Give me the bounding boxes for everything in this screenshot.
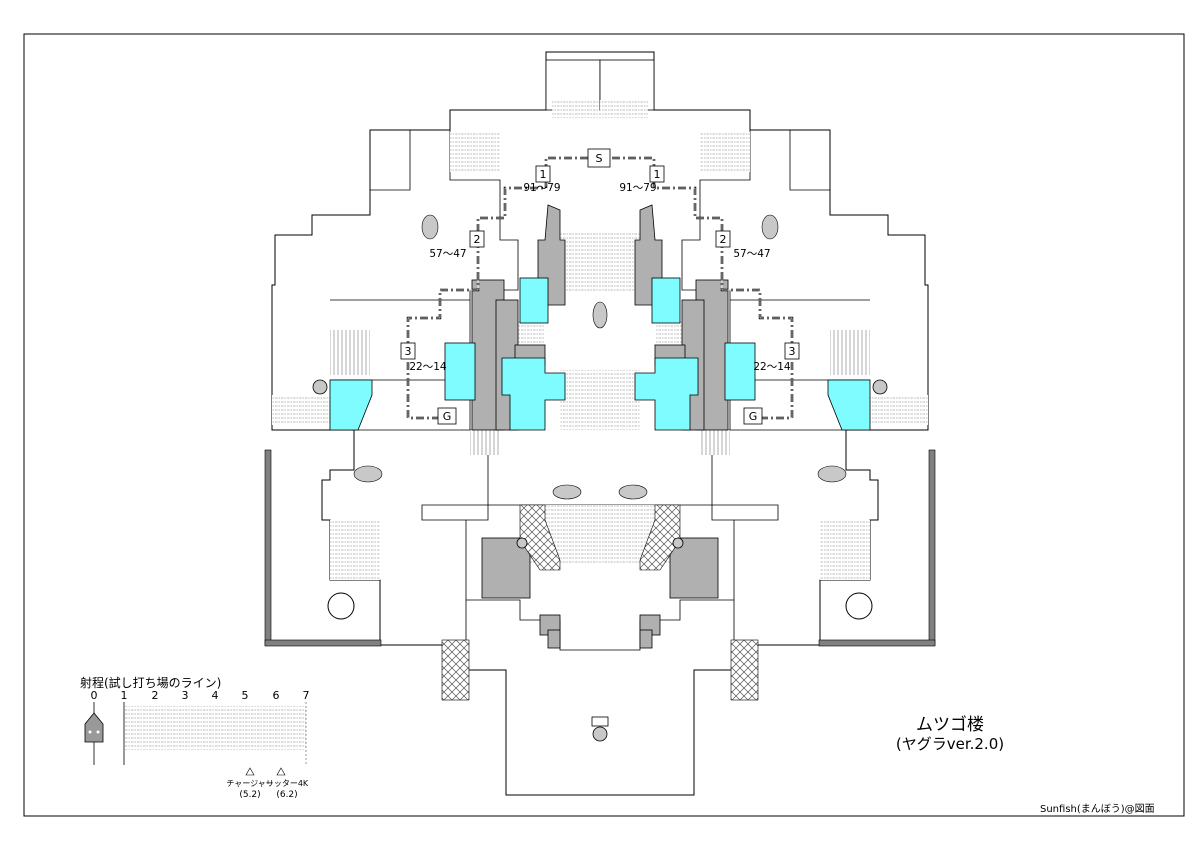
range-marker-liter: [276, 767, 286, 776]
svg-text:1: 1: [654, 168, 661, 181]
route-range-labels: 91～79 91～79 57～47 57～47 22～14 22～14: [409, 182, 791, 373]
range-tick-label: 6: [273, 689, 280, 702]
range-tick-label: 5: [242, 689, 249, 702]
range-tick-label: 3: [182, 689, 189, 702]
range-tick-label: 4: [212, 689, 219, 702]
svg-text:リッター4K: リッター4K: [266, 779, 309, 788]
svg-text:57～47: 57～47: [429, 248, 466, 260]
range-tick-label: 2: [152, 689, 159, 702]
center-pillar: [592, 301, 608, 329]
tower-base-circle: [592, 726, 608, 742]
checkpoint-marker: 1 1: [535, 165, 665, 183]
svg-text:3: 3: [405, 345, 412, 358]
route-start-marker: S: [587, 148, 611, 168]
svg-text:22～14: 22～14: [409, 361, 447, 373]
svg-text:2: 2: [474, 233, 481, 246]
tower-marker: [591, 716, 609, 727]
svg-text:91～79: 91～79: [523, 182, 560, 194]
squid-icon: [84, 712, 104, 743]
range-marker-charger: [245, 767, 255, 776]
range-tick-label: 0: [91, 689, 98, 702]
svg-text:(5.2): (5.2): [239, 790, 260, 800]
checkpoint-marker: 3 3: [400, 342, 800, 360]
map-title: ムツゴ楼: [916, 715, 984, 735]
range-tick-labels: 0 1 2 3 4 5 6 7: [91, 689, 310, 702]
svg-text:91～79: 91～79: [619, 182, 656, 194]
range-legend: 0 1 2 3 4 5 6 7 チャージャー (5.2) リッター4K (6.2): [84, 689, 310, 800]
svg-text:57～47: 57～47: [733, 248, 770, 260]
svg-text:1: 1: [540, 168, 547, 181]
checkpoint-marker: 2 2: [469, 230, 731, 248]
svg-text:3: 3: [789, 345, 796, 358]
svg-text:G: G: [749, 410, 758, 423]
route-goal-marker: G G: [437, 407, 763, 425]
map-subtitle: (ヤグラver.2.0): [895, 735, 1005, 753]
svg-text:2: 2: [720, 233, 727, 246]
range-legend-title: 射程(試し打ち場のライン): [80, 676, 222, 690]
svg-text:チャージャー: チャージャー: [226, 779, 273, 788]
svg-text:S: S: [596, 152, 603, 165]
svg-text:(6.2): (6.2): [276, 790, 297, 800]
svg-text:G: G: [443, 410, 452, 423]
range-tick-label: 1: [121, 689, 128, 702]
range-tick-label: 7: [303, 689, 310, 702]
author-credit: Sunfish(まんぼう)@図面: [1040, 804, 1155, 815]
svg-text:22～14: 22～14: [753, 361, 791, 373]
